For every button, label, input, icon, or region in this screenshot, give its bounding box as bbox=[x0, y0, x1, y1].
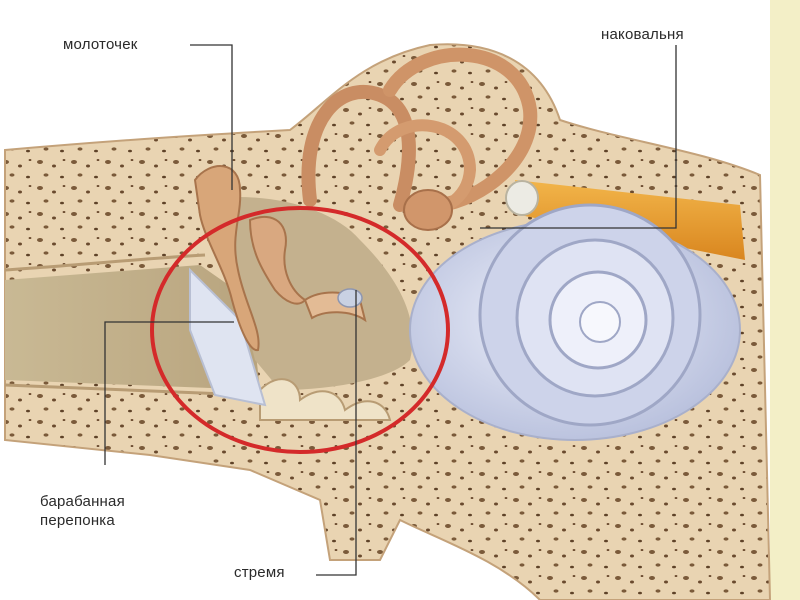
anvil-label: наковальня bbox=[601, 25, 684, 44]
nerve-cross-section bbox=[506, 181, 538, 215]
vestibule bbox=[404, 190, 452, 230]
hammer-label: молоточек bbox=[63, 35, 138, 54]
eardrum-label-line-2: перепонка bbox=[40, 511, 125, 530]
stirrup-label: стремя bbox=[234, 563, 285, 582]
page-edge bbox=[770, 0, 800, 600]
oval-window bbox=[338, 289, 362, 307]
eardrum-label: барабанная перепонка bbox=[40, 492, 125, 530]
cochlea-apex bbox=[580, 302, 620, 342]
eardrum-label-line-1: барабанная bbox=[40, 492, 125, 511]
